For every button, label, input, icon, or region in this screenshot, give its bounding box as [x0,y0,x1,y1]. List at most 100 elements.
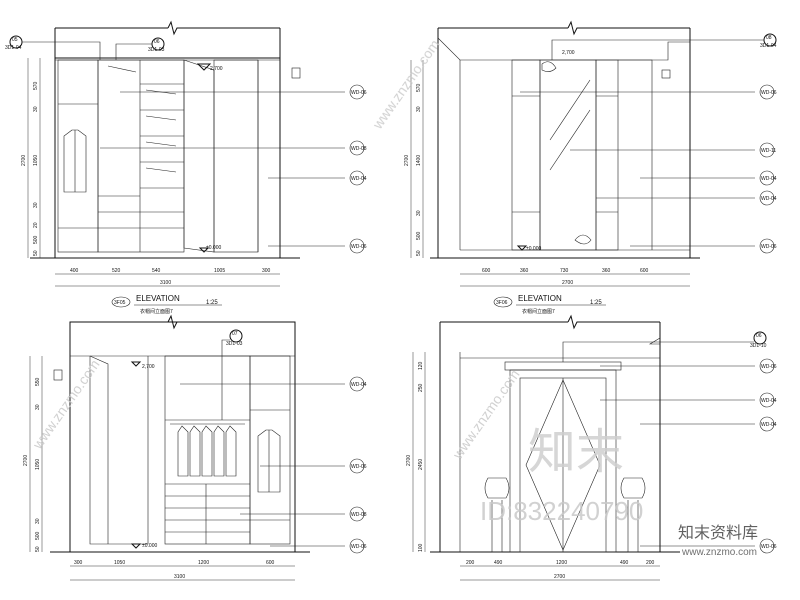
svg-text:3D1-03: 3D1-03 [148,47,165,53]
svg-text:2700: 2700 [404,155,410,166]
svg-text:06: 06 [154,39,160,45]
watermark-brand-cn: 知末资料库 [678,523,758,542]
level-label: 2,700 [142,364,155,370]
svg-text:50: 50 [35,546,41,552]
elevation-view-top-right: 2,700 ±0.000 08 3D1-04 WD-06 WD-11 WD-04… [404,20,777,315]
level-mark-floor [198,247,210,253]
svg-text:2700: 2700 [21,155,27,166]
svg-text:WD-06: WD-06 [761,364,777,370]
svg-text:500: 500 [35,531,41,540]
left-dimension-chain: 570 30 1050 30 20 500 50 2700 [21,58,41,258]
level-mark-floor [130,543,142,549]
svg-text:WD-08: WD-08 [351,146,367,152]
svg-text:200: 200 [466,560,475,566]
svg-text:30: 30 [35,518,41,524]
svg-text:570: 570 [33,81,39,90]
svg-text:WD-04: WD-04 [761,176,777,182]
svg-text:WD-06: WD-06 [351,464,367,470]
svg-text:400: 400 [70,268,79,274]
svg-text:100: 100 [418,543,424,552]
svg-text:1200: 1200 [556,560,567,566]
svg-text:50: 50 [33,250,39,256]
svg-text:WD-06: WD-06 [351,544,367,550]
svg-text:WD-06: WD-06 [761,544,777,550]
svg-text:ELEVATION: ELEVATION [136,294,180,303]
svg-text:570: 570 [416,83,422,92]
svg-text:3D1-04: 3D1-04 [760,43,777,49]
svg-text:490: 490 [620,560,629,566]
watermark-logo-text: 知末 [528,424,624,480]
level-mark-top [196,63,212,71]
view-title: 3F05 ELEVATION 1:25 衣帽间立面图7 [111,294,222,315]
level-label: ±0.000 [526,246,541,252]
svg-text:730: 730 [560,268,569,274]
svg-text:ELEVATION: ELEVATION [518,294,562,303]
svg-text:1050: 1050 [33,155,39,166]
svg-text:05: 05 [12,37,18,43]
svg-text:2700: 2700 [406,455,412,466]
svg-text:300: 300 [262,268,271,274]
svg-text:540: 540 [152,268,161,274]
svg-text:3D1-04: 3D1-04 [5,45,22,51]
callout-group: WD-06 WD-04 WD-04 WD-06 [600,358,777,554]
svg-text:30: 30 [35,404,41,410]
svg-text:08: 08 [766,35,772,41]
level-label: ±0.000 [206,245,221,251]
elevation-view-bottom-right: 06 3D1-10 WD-06 WD-04 WD-04 WD-06 120 25… [406,314,777,581]
svg-text:490: 490 [494,560,503,566]
svg-text:3D1-10: 3D1-10 [750,343,767,349]
watermark-brand-url: www.znzmo.com [681,547,757,558]
svg-text:3F06: 3F06 [496,300,508,306]
svg-text:300: 300 [74,560,83,566]
svg-text:120: 120 [418,361,424,370]
bottom-dimension-chain: 300 1050 1200 600 3100 [70,560,295,581]
bottom-dimension-chain: 400 520 540 1005 300 3100 [55,268,280,287]
svg-text:WD-06: WD-06 [351,244,367,250]
svg-text:30: 30 [416,210,422,216]
callout-group: WD-06 WD-11 WD-04 WD-04 WD-06 [520,84,777,254]
svg-text:06: 06 [756,333,762,339]
svg-text:600: 600 [266,560,275,566]
level-mark-floor [516,245,528,251]
section-tag: 07 3D1-03 [221,329,243,420]
svg-text:50: 50 [416,250,422,256]
svg-text:1:25: 1:25 [206,300,218,306]
svg-text:20: 20 [33,222,39,228]
level-label: ±0.000 [142,543,157,549]
callout-group: WD-06 WD-08 WD-04 WD-06 [100,84,367,254]
svg-text:250: 250 [418,383,424,392]
svg-text:1200: 1200 [198,560,209,566]
svg-text:WD-11: WD-11 [761,148,776,154]
svg-text:30: 30 [33,202,39,208]
svg-text:550: 550 [35,377,41,386]
svg-text:500: 500 [416,231,422,240]
left-dimension-chain: 120 250 2450 100 2700 [406,352,426,552]
level-mark-top [130,361,142,367]
view-title: 3F06 ELEVATION 1:25 衣帽间立面图7 [493,294,606,315]
section-tag: 08 3D1-04 [551,33,777,60]
section-tag: 05 3D1-04 [5,35,101,60]
svg-text:500: 500 [33,235,39,244]
svg-text:WD-04: WD-04 [761,422,777,428]
svg-text:衣帽间立面图7: 衣帽间立面图7 [140,308,173,315]
level-label: 2,700 [562,50,575,56]
level-label: 2,700 [210,66,223,72]
svg-text:3D1-03: 3D1-03 [226,341,243,347]
svg-text:200: 200 [646,560,655,566]
svg-text:30: 30 [33,106,39,112]
bottom-dimension-chain: 600 360 730 360 600 2700 [460,268,690,287]
svg-text:600: 600 [640,268,649,274]
svg-text:1005: 1005 [214,268,225,274]
svg-text:3F05: 3F05 [114,300,126,306]
elevation-view-top-left: 2,700 ±0.000 05 3D1-04 06 3D1-03 WD-06 W… [5,20,367,315]
svg-text:3100: 3100 [160,280,171,286]
svg-text:WD-04: WD-04 [351,382,367,388]
svg-text:2700: 2700 [554,574,565,580]
svg-text:30: 30 [416,106,422,112]
svg-text:WD-04: WD-04 [351,176,367,182]
svg-text:WD-08: WD-08 [351,512,367,518]
svg-text:WD-04: WD-04 [761,398,777,404]
svg-text:www.znzmo.com: www.znzmo.com [369,37,443,133]
svg-text:07: 07 [232,331,238,337]
